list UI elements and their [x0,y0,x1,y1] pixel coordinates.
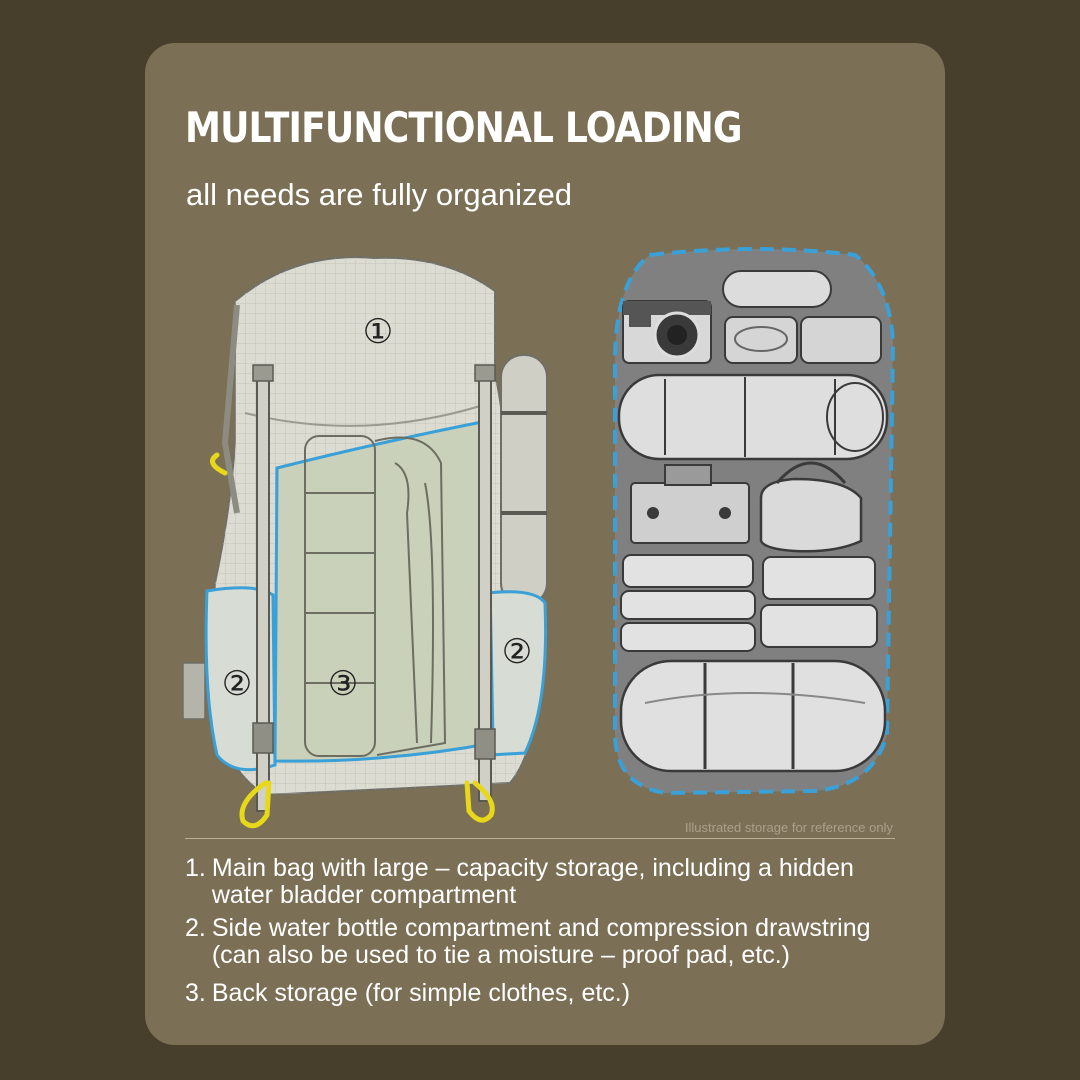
towels-icon [760,556,878,648]
zone-label-side-right: ② [502,632,532,672]
carabiner-icons [210,452,495,829]
page-title: MULTIFUNCTIONAL LOADING [185,103,742,152]
tent-bag-icon [619,659,887,773]
zone-label-back: ③ [328,664,358,704]
list-item-number: 2. [185,914,206,942]
clothes-stack-icon [620,554,756,652]
sleeping-bag-icon [617,373,889,461]
list-item-number: 1. [185,854,206,882]
zone-label-side-left: ② [222,664,252,704]
rolled-mat [500,354,548,606]
food-containers-icon [724,316,882,364]
zone-label-main: ① [363,312,393,352]
feature-card: MULTIFUNCTIONAL LOADING all needs are fu… [145,43,945,1045]
list-item-number: 3. [185,979,206,1007]
list-item: 3. Back storage (for simple clothes, etc… [185,980,905,1007]
rolled-towel-icon [722,270,832,308]
back-panel [273,419,495,763]
right-side-pocket [485,590,548,757]
list-item-text: Back storage (for simple clothes, etc.) [211,979,631,1007]
backpack-illustration: ① ② ② ③ [182,247,896,829]
kettle-icon [759,461,863,553]
page-subtitle: all needs are fully organized [186,177,573,212]
list-item: 2. Side water bottle compartment and com… [185,915,905,969]
reference-caption: Illustrated storage for reference only [684,820,893,835]
list-item-text: Side water bottle compartment and compre… [211,914,871,969]
camping-stove-icon [630,464,750,544]
trekking-poles [252,364,496,812]
folded-clothes [304,435,447,757]
list-item-text: Main bag with large – capacity storage, … [211,854,854,909]
list-item: 1. Main bag with large – capacity storag… [185,855,905,909]
gear-organizer-panel [613,247,896,796]
feature-list: 1. Main bag with large – capacity storag… [185,855,905,1013]
section-divider [185,838,895,839]
camera-icon [622,300,712,364]
